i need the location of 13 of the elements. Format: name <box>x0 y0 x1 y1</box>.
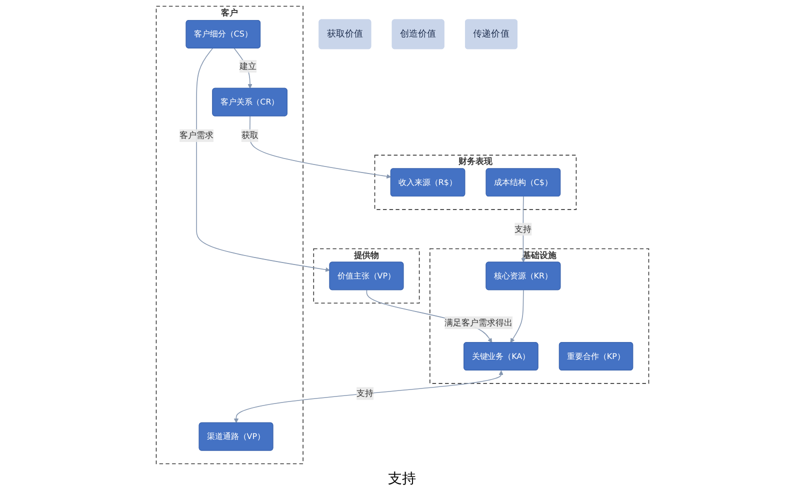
edge-label: 建立 <box>239 60 256 73</box>
note-label: 支持 <box>388 470 416 488</box>
group-title: 提供物 <box>353 250 379 260</box>
group-title: 客户 <box>220 7 238 18</box>
header-band: 获取价值 <box>318 19 371 50</box>
edge-label: 支持 <box>356 387 374 400</box>
edge-label: 满足客户需求得出 <box>444 316 512 330</box>
header-band: 创造价值 <box>391 19 444 50</box>
edge-label: 获取 <box>240 129 258 142</box>
edge-label: 支持 <box>514 222 532 236</box>
edge-label: 客户需求 <box>179 129 213 142</box>
group-title: 财务表现 <box>458 156 492 166</box>
header-band: 传递价值 <box>464 19 517 50</box>
